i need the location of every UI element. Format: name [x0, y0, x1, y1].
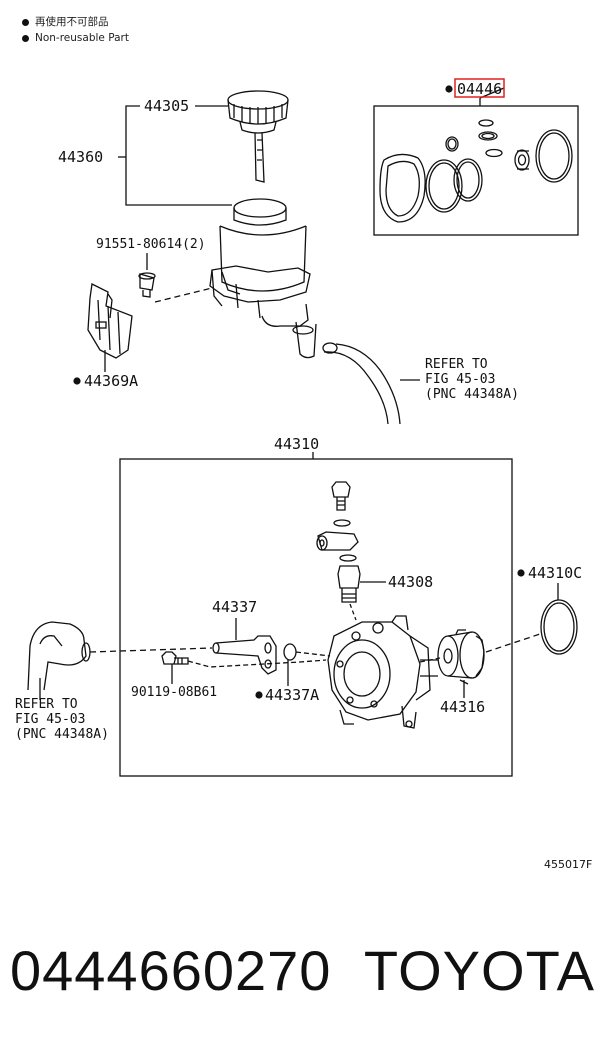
bracket-44369A[interactable] [87, 283, 133, 359]
flow-control-valve-44308[interactable] [337, 565, 361, 603]
nonreusable-dot-44310C [517, 569, 525, 577]
bullet-icon [22, 18, 29, 26]
dash-line-hose [89, 647, 213, 653]
dash-line-bracket [154, 287, 213, 303]
suction-port-44337[interactable] [212, 635, 277, 675]
label-04446[interactable]: 04446 [457, 80, 502, 98]
refer-bot-line1: REFER TO [15, 697, 78, 712]
refer-top-line1: REFER TO [425, 357, 488, 372]
label-44337[interactable]: 44337 [212, 598, 257, 616]
power-steering-pump[interactable] [327, 615, 438, 729]
nonreusable-dot-04446 [445, 85, 453, 93]
leader-bracket-44360 [125, 105, 232, 206]
label-90119[interactable]: 90119-08B61 [131, 685, 217, 700]
label-44310[interactable]: 44310 [274, 435, 319, 453]
seal-kit-items[interactable] [379, 119, 573, 223]
figure-id: 455017F [544, 858, 593, 871]
gasket-upper[interactable] [333, 519, 351, 527]
legend-jp-text: 再使用不可部品 [35, 16, 109, 28]
label-44369A[interactable]: 44369A [84, 372, 138, 390]
legend-row-jp: 再使用不可部品 [22, 14, 129, 30]
oring-44310C-inner [543, 602, 575, 652]
dash-line-port-b [295, 651, 331, 657]
dash-line-valve [349, 603, 357, 621]
gasket-lower[interactable] [339, 554, 357, 562]
dash-line-port [187, 659, 327, 668]
refer-bot-line2: FIG 45-03 [15, 712, 85, 727]
legend: 再使用不可部品 Non-reusable Part [22, 14, 129, 46]
label-44337A[interactable]: 44337A [265, 686, 319, 704]
suction-hose[interactable] [27, 621, 91, 691]
label-44360[interactable]: 44360 [58, 148, 103, 166]
reservoir-tank[interactable] [209, 198, 317, 359]
refer-top-line3: (PNC 44348A) [425, 387, 519, 402]
return-hose[interactable] [322, 342, 401, 425]
oring-44337A[interactable] [283, 643, 297, 661]
footer-part-number: 0444660270 [10, 939, 332, 1002]
label-44308[interactable]: 44308 [388, 573, 433, 591]
oring-44310C[interactable] [540, 599, 578, 655]
footer-brand: TOYOTA [363, 939, 595, 1002]
label-44305[interactable]: 44305 [144, 97, 189, 115]
pump-assembly-box-44310 [119, 458, 513, 777]
reservoir-cap[interactable] [227, 90, 289, 183]
refer-top-line2: FIG 45-03 [425, 372, 495, 387]
union-bolt[interactable] [331, 481, 351, 511]
label-44310C[interactable]: 44310C [528, 564, 582, 582]
refer-bot-line3: (PNC 44348A) [15, 727, 109, 742]
footer: 0444660270 TOYOTA [10, 938, 595, 1003]
highlight-04446 [454, 78, 505, 98]
nonreusable-dot-44337A [255, 691, 263, 699]
dash-line-pulley [419, 657, 441, 663]
pulley-44316[interactable] [437, 629, 485, 685]
union-fitting[interactable] [316, 531, 359, 551]
label-44316[interactable]: 44316 [440, 698, 485, 716]
nonreusable-dot-44369A [73, 377, 81, 385]
dash-line-oring [485, 633, 541, 653]
label-91551[interactable]: 91551-80614(2) [96, 237, 206, 252]
bolt-91551[interactable] [138, 272, 156, 298]
legend-en-text: Non-reusable Part [35, 32, 129, 44]
bullet-icon [22, 34, 29, 42]
legend-row-en: Non-reusable Part [22, 30, 129, 46]
bolt-90119[interactable] [161, 651, 189, 665]
kit-box-04446 [373, 105, 579, 236]
